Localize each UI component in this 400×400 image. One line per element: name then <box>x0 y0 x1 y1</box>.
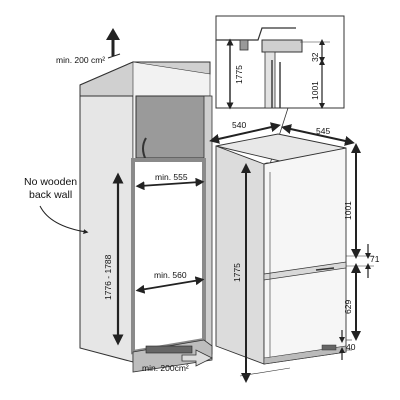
bottom-vent-grille <box>145 345 193 354</box>
appliance: 540 545 1775 1001 71 629 40 <box>209 120 380 383</box>
detail-hinge <box>261 39 303 53</box>
back-wall-label-line2: back wall <box>29 189 72 201</box>
back-wall-label-line1: No wooden <box>24 176 77 188</box>
niche-frame <box>131 158 206 355</box>
cabinet-side-panel <box>79 61 134 363</box>
appliance-depth-label: 545 <box>316 126 330 136</box>
niche-width-upper-label: min. 555 <box>155 172 188 182</box>
appliance-base <box>263 345 347 365</box>
niche-height-label: 1776 - 1788 <box>103 254 113 300</box>
niche-width-lower-label: min. 560 <box>154 270 187 280</box>
appliance-side <box>215 145 265 365</box>
detail-latch <box>239 39 249 51</box>
bottom-vent-arrow-icon <box>181 349 213 367</box>
bottom-vent-label: min. 200cm² <box>142 363 189 373</box>
fridge-height-label: 1001 <box>343 201 353 220</box>
back-wall-pointer-arrow <box>39 205 89 235</box>
appliance-width-dimension <box>209 122 281 144</box>
detail-inset: 1775 32 1001 <box>215 15 345 110</box>
detail-lower-label: 1001 <box>310 81 320 100</box>
detail-offset-label: 32 <box>310 52 320 62</box>
niche-width-upper-dimension <box>135 177 205 191</box>
niche-width-lower-dimension <box>135 276 205 294</box>
cabinet-upper-door <box>135 95 211 159</box>
detail-height-label: 1775 <box>234 65 244 84</box>
appliance-width-label: 540 <box>232 120 246 130</box>
base-height-label: 40 <box>346 342 356 352</box>
detail-appliance-body <box>264 51 276 109</box>
appliance-height-label: 1775 <box>232 263 242 282</box>
top-vent-label: min. 200 cm² <box>56 55 105 65</box>
gap-height-label: 71 <box>370 254 380 264</box>
appliance-depth-dimension <box>281 124 355 146</box>
freezer-height-label: 629 <box>343 300 353 314</box>
cabinet-niche: min. 200 cm² min. 200cm² No wooden back … <box>24 28 213 373</box>
appliance-divider <box>263 261 347 281</box>
top-vent-arrow-icon <box>106 28 121 59</box>
detail-cabinet-top <box>216 27 296 41</box>
base-vent-grille <box>321 344 337 351</box>
appliance-front <box>263 147 347 365</box>
